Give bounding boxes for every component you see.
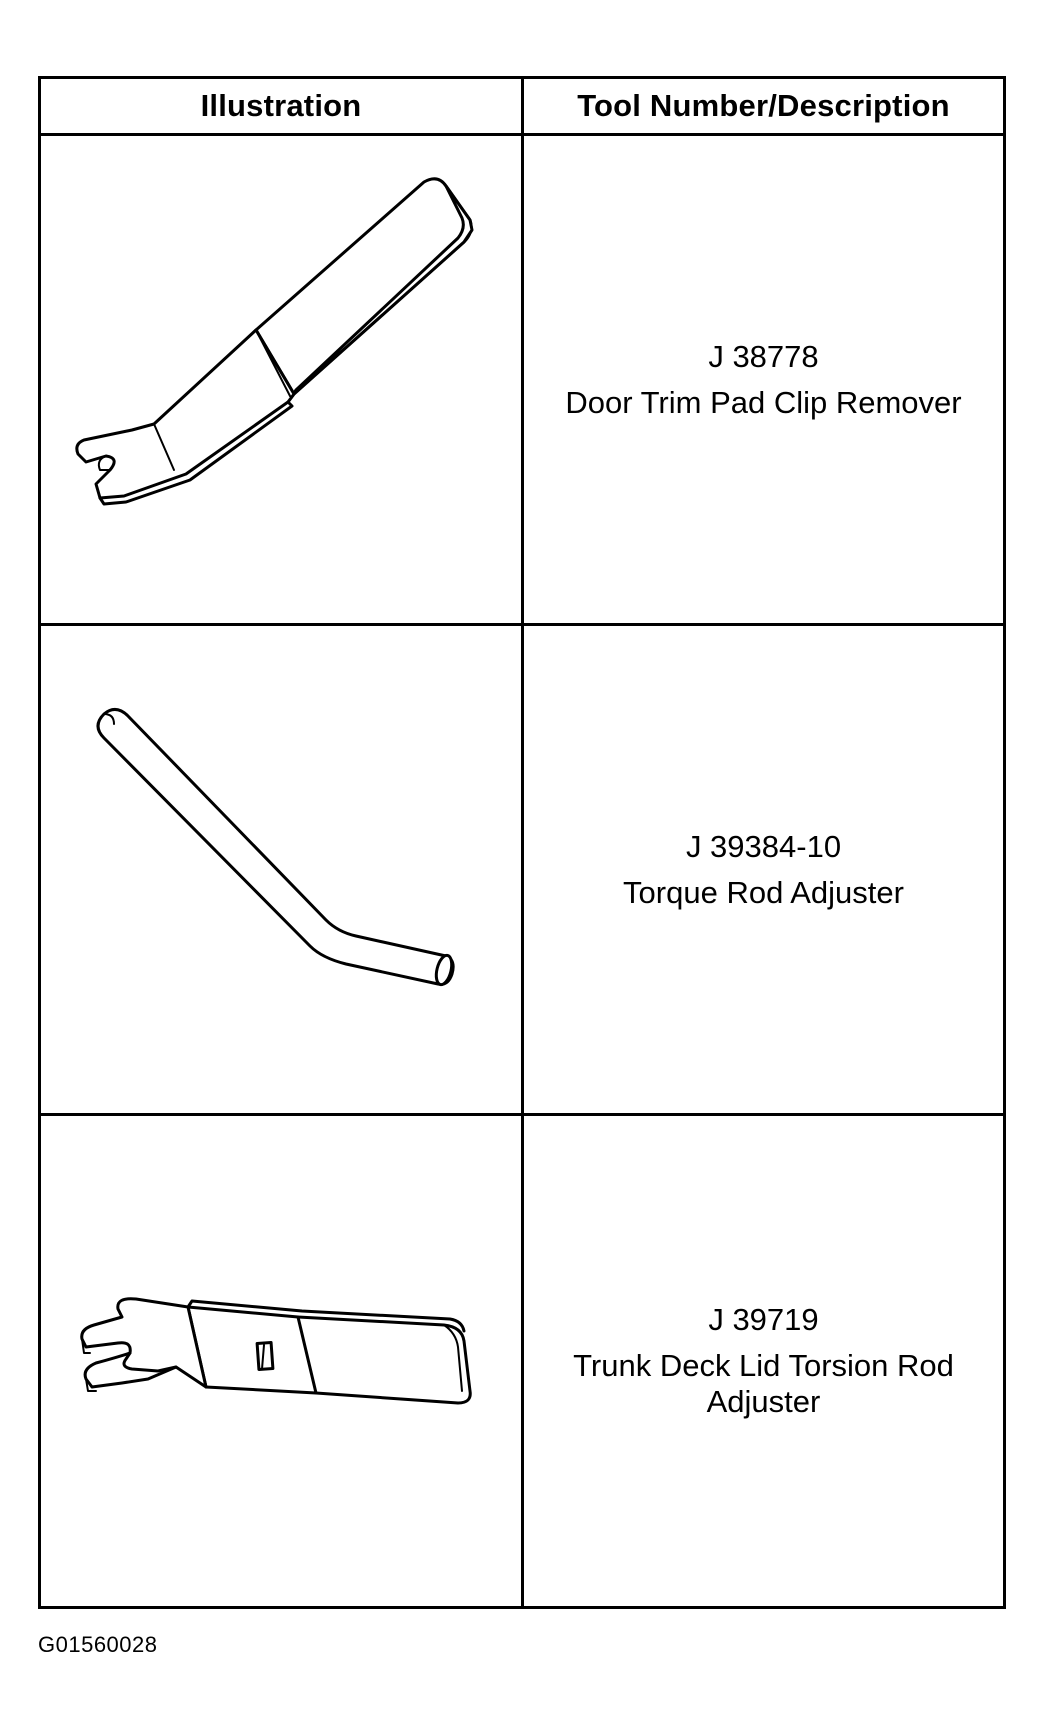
header-illustration: Illustration bbox=[41, 79, 524, 136]
tool-table: Illustration Tool Number/Description bbox=[38, 76, 1006, 1609]
torque-rod-adjuster-icon bbox=[96, 707, 455, 986]
tool-description: Torque Rod Adjuster bbox=[623, 874, 904, 910]
tool-number: J 39719 bbox=[708, 1302, 819, 1337]
door-trim-pad-clip-remover-icon bbox=[75, 176, 474, 505]
illustration-cell bbox=[41, 136, 524, 626]
illustration-cell bbox=[41, 1116, 524, 1606]
tool-description-cell: J 39719 Trunk Deck Lid Torsion Rod Adjus… bbox=[524, 1116, 1003, 1606]
tool-description-cell: J 39384-10 Torque Rod Adjuster bbox=[524, 626, 1003, 1116]
tool-description: Door Trim Pad Clip Remover bbox=[565, 384, 962, 420]
figure-code: G01560028 bbox=[38, 1632, 158, 1657]
tool-number: J 38778 bbox=[708, 338, 819, 374]
tool-number: J 39384-10 bbox=[685, 828, 842, 864]
header-tool-number-description: Tool Number/Description bbox=[524, 79, 1003, 136]
tool-description: Trunk Deck Lid Torsion Rod Adjuster bbox=[573, 1348, 954, 1419]
tool-description-cell: J 38778 Door Trim Pad Clip Remover bbox=[524, 136, 1003, 626]
illustration-cell bbox=[41, 626, 524, 1116]
trunk-deck-lid-torsion-rod-adjuster-icon bbox=[80, 1297, 472, 1405]
